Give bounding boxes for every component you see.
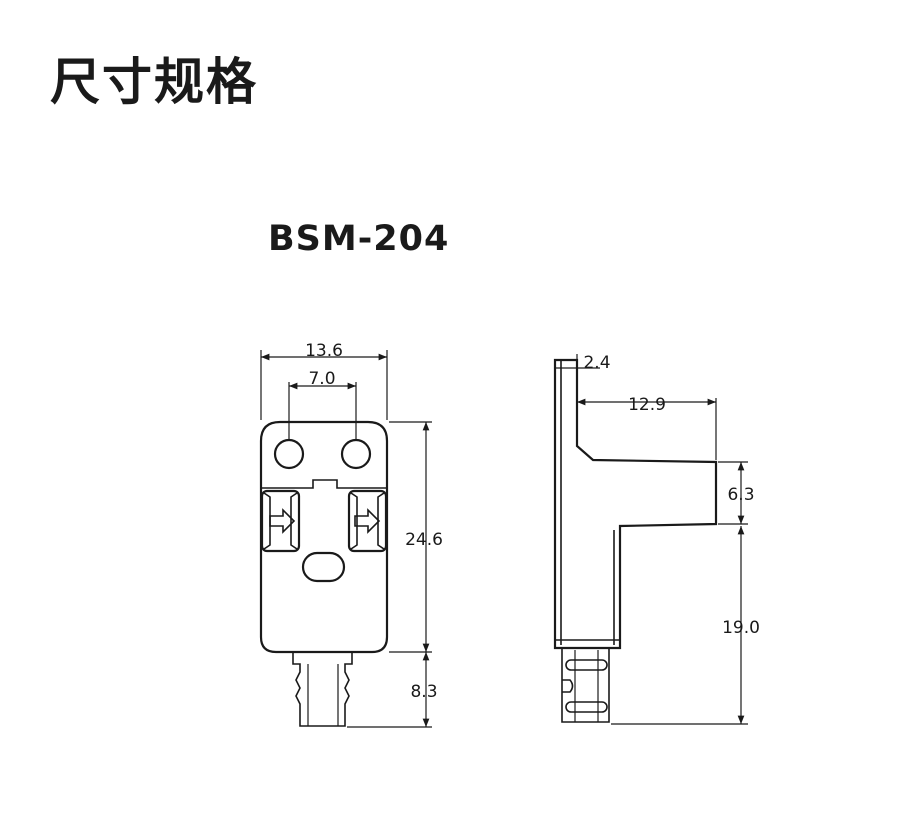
dim-front-height: 24.6 (405, 530, 443, 550)
dim-side-height: 19.0 (722, 618, 760, 638)
dim-arm-height: 6.3 (727, 485, 754, 505)
dim-connector-length: 8.3 (410, 682, 437, 702)
mounting-hole-right (340, 438, 372, 470)
front-body-outline (259, 420, 389, 654)
page-title: 尺寸规格 (50, 53, 258, 111)
arrow-icon (354, 508, 381, 534)
dim-front-width: 13.6 (305, 341, 343, 361)
front-connector (292, 652, 353, 727)
dim-arm-length: 12.9 (628, 395, 666, 415)
side-view: 2.4 12.9 6.3 19.0 (553, 353, 760, 725)
dim-hole-pitch: 7.0 (308, 369, 335, 389)
model-name: BSM-204 (268, 219, 450, 259)
dim-top-thickness: 2.4 (583, 353, 610, 373)
front-view: 13.6 7.0 24.6 8.3 (259, 341, 443, 728)
center-slot (301, 551, 346, 583)
mounting-hole-left (273, 438, 305, 470)
arrow-icon (269, 508, 296, 534)
side-connector (561, 648, 610, 723)
right-button (347, 489, 388, 553)
left-button (260, 489, 301, 553)
